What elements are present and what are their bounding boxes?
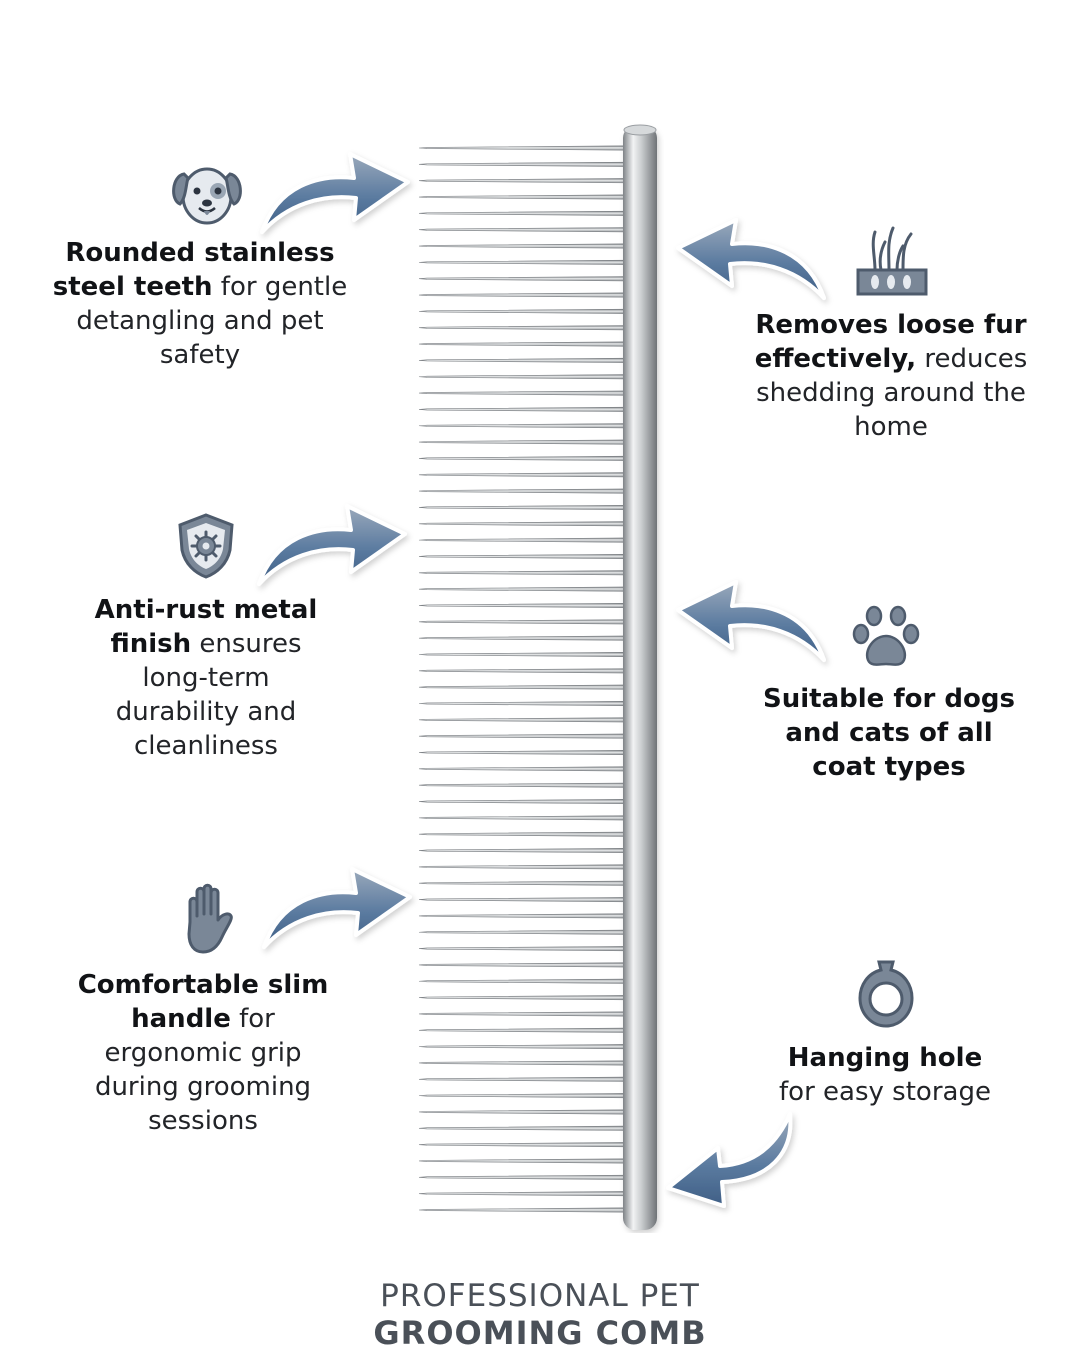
comb-tooth — [418, 929, 628, 935]
comb-tooth — [418, 472, 628, 478]
comb-tooth — [418, 1191, 628, 1197]
feature-hole: Hanging hole for easy storage — [779, 1043, 991, 1107]
footer-line-2: GROOMING COMB — [373, 1314, 707, 1352]
comb-tooth — [418, 276, 628, 282]
comb-tooth — [418, 635, 628, 641]
comb-tooth — [418, 1142, 628, 1148]
comb-tooth — [418, 1011, 628, 1017]
comb-tooth — [418, 161, 628, 167]
comb-tooth — [418, 913, 628, 919]
comb-tooth — [418, 733, 628, 739]
comb-tooth — [418, 357, 628, 363]
comb-tooth — [418, 537, 628, 543]
comb-tooth — [418, 1060, 628, 1066]
comb-tooth — [418, 766, 628, 772]
comb-tooth — [418, 815, 628, 821]
comb-tooth — [418, 831, 628, 837]
feature-handle: Comfortable slim handle for ergonomic gr… — [77, 970, 329, 1136]
comb-tooth — [418, 325, 628, 331]
comb-tooth — [418, 799, 628, 805]
feature-teeth: Rounded stainless steel teeth for gentle… — [52, 238, 348, 370]
comb-tooth — [418, 1076, 628, 1082]
comb-tooth — [418, 880, 628, 886]
comb-tooth — [418, 1044, 628, 1050]
comb-tooth — [418, 455, 628, 461]
comb-tooth — [418, 1093, 628, 1099]
comb-tooth — [418, 978, 628, 984]
feature-fur: Removes loose fur effectively, reduces s… — [754, 310, 1028, 442]
comb-tooth — [418, 341, 628, 347]
comb-image — [418, 124, 657, 1230]
comb-tooth — [418, 750, 628, 756]
comb-tooth — [418, 521, 628, 527]
dog-face-icon — [172, 167, 242, 225]
comb-tooth — [418, 1207, 628, 1213]
comb-tooth — [418, 227, 628, 233]
ring-icon — [858, 960, 914, 1028]
comb-tooth — [418, 848, 628, 854]
comb-tooth — [418, 651, 628, 657]
comb-tooth — [418, 782, 628, 788]
comb-tooth — [418, 145, 628, 151]
comb-tooth — [418, 1125, 628, 1131]
comb-tooth — [418, 439, 628, 445]
feature-coat: Suitable for dogs and cats of all coat t… — [763, 684, 1015, 782]
arrow-handle — [262, 867, 412, 949]
comb-teeth — [418, 145, 628, 1213]
comb-tooth — [418, 946, 628, 952]
comb-tooth — [418, 374, 628, 380]
hand-icon — [187, 883, 233, 954]
comb-tooth — [418, 292, 628, 298]
comb-tooth — [418, 962, 628, 968]
feature-rust: Anti-rust metal finish ensures long-term… — [94, 595, 318, 761]
comb-tooth — [418, 390, 628, 396]
arrow-fur — [676, 218, 826, 300]
comb-tooth — [418, 1174, 628, 1180]
comb-tooth — [418, 308, 628, 314]
comb-tooth — [418, 1158, 628, 1164]
comb-tooth — [418, 602, 628, 608]
comb-tooth — [418, 1109, 628, 1115]
comb-tooth — [418, 488, 628, 494]
hair-follicle-icon — [856, 226, 928, 296]
arrow-hole — [666, 1112, 793, 1208]
comb-tooth — [418, 194, 628, 200]
comb-tooth — [418, 178, 628, 184]
shield-gear-icon — [178, 513, 234, 579]
arrow-teeth — [260, 152, 410, 234]
comb-tooth — [418, 619, 628, 625]
comb-tooth — [418, 210, 628, 216]
arrow-coat — [676, 580, 826, 662]
comb-tooth — [418, 504, 628, 510]
arrow-rust — [257, 504, 407, 586]
comb-tooth — [418, 243, 628, 249]
paw-icon — [852, 605, 920, 666]
comb-tooth — [418, 423, 628, 429]
comb-tooth — [418, 668, 628, 674]
comb-tooth — [418, 1027, 628, 1033]
comb-tooth — [418, 897, 628, 903]
comb-tooth — [418, 684, 628, 690]
comb-tooth — [418, 995, 628, 1001]
comb-tooth — [418, 259, 628, 265]
comb-tooth — [418, 717, 628, 723]
comb-tooth — [418, 570, 628, 576]
footer-line-1: PROFESSIONAL PET — [380, 1278, 700, 1314]
comb-tooth — [418, 586, 628, 592]
comb-tooth — [418, 864, 628, 870]
comb-tooth — [418, 406, 628, 412]
comb-tooth — [418, 553, 628, 559]
comb-tooth — [418, 701, 628, 707]
comb-spine — [623, 126, 657, 1230]
